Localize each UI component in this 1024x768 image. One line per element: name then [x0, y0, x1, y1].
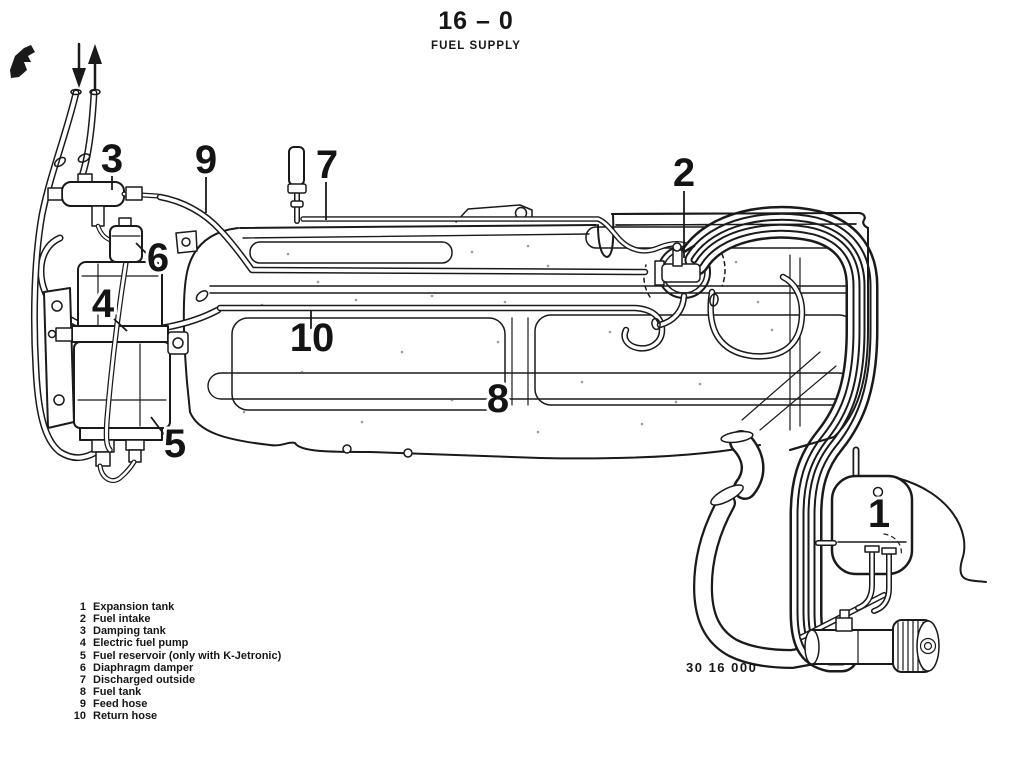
callout-3: 3 — [101, 137, 123, 181]
legend-num: 10 — [73, 710, 86, 723]
legend-num: 4 — [79, 637, 86, 650]
tank-top-edge — [239, 224, 597, 229]
legend-num: 8 — [79, 686, 86, 699]
legend-num: 5 — [79, 649, 86, 662]
legend-item: 3 Damping tank — [64, 625, 281, 637]
hose-clamp — [651, 317, 661, 331]
expansion-tank-group — [799, 446, 987, 640]
legend-label: Damping tank — [93, 625, 166, 638]
tank-lower-panel-left — [231, 317, 506, 411]
intake-union — [654, 242, 701, 286]
callout-7: 7 — [316, 143, 338, 187]
legend-item: 5 Fuel reservoir (only with K-Jetronic) — [64, 650, 281, 662]
feed-hose — [156, 193, 649, 276]
legend-item: 4 Electric fuel pump — [64, 637, 281, 649]
legend-num: 3 — [79, 625, 86, 638]
legend-item: 2 Fuel intake — [64, 613, 281, 625]
fuel-tank — [175, 204, 869, 460]
pump-assembly — [30, 88, 222, 483]
legend-item: 10 Return hose — [64, 710, 281, 722]
callout-6: 6 — [147, 236, 169, 280]
parts-legend: 1 Expansion tank 2 Fuel intake 3 Damping ta… — [64, 601, 282, 723]
legend-num: 7 — [79, 673, 86, 686]
hose-clamp — [77, 153, 91, 163]
callout-4: 4 — [92, 282, 115, 326]
legend-num: 9 — [79, 698, 86, 711]
legend-item: 8 Fuel tank — [64, 686, 281, 698]
legend-num: 1 — [79, 601, 86, 613]
filler-neck — [804, 609, 940, 673]
tank-left-edge — [182, 227, 239, 413]
legend-num: 2 — [79, 613, 86, 626]
up-arrow-icon — [88, 44, 102, 64]
legend-label: Return hose — [93, 710, 158, 723]
legend-num: 6 — [79, 661, 86, 674]
ink-blot — [10, 45, 35, 78]
tank-bottom-edge — [189, 411, 761, 460]
section-title: FUEL SUPPLY — [430, 40, 522, 52]
callouts: 1 2 3 4 5 6 7 8 9 10 — [89, 134, 893, 539]
legend-item: 9 Feed hose — [64, 698, 281, 710]
tank-lower-panel-right — [534, 314, 856, 406]
hose-clamp — [709, 293, 719, 307]
callout-5: 5 — [164, 422, 186, 466]
fuel-reservoir — [73, 341, 171, 429]
legend-label: Fuel intake — [93, 613, 151, 626]
legend-item: 7 Discharged outside — [64, 674, 281, 686]
damping-tank — [61, 181, 125, 207]
leader-lines — [111, 176, 685, 438]
legend-item: 6 Diaphragm damper — [64, 662, 281, 674]
pump-mounting-plate — [43, 287, 75, 429]
callout-10: 10 — [290, 316, 335, 360]
callout-1: 1 — [868, 492, 890, 536]
hose-bundle — [677, 205, 879, 673]
legend-label: Fuel tank — [93, 686, 142, 699]
reservoir-fitting — [125, 439, 145, 451]
tank-strap-bracket — [455, 204, 533, 223]
return-hose — [216, 273, 806, 360]
legend-label: Expansion tank — [93, 601, 175, 613]
callout-2: 2 — [673, 151, 695, 195]
vent-nozzle — [288, 146, 305, 186]
drawing-number: 30 16 000 — [686, 660, 758, 675]
legend-label: Fuel reservoir (only with K-Jetronic) — [93, 649, 282, 662]
legend-label: Electric fuel pump — [93, 637, 189, 650]
legend-label: Discharged outside — [93, 673, 196, 686]
tank-upper-panel-left — [249, 241, 453, 264]
callout-9: 9 — [195, 138, 217, 182]
legend-item: 1 Expansion tank — [64, 601, 281, 613]
pump-clamp-band — [71, 325, 169, 343]
flow-arrows — [72, 42, 102, 94]
filler-pipe — [693, 430, 824, 669]
hose-clamp — [53, 156, 67, 168]
legend-label: Feed hose — [93, 698, 148, 711]
legend-label: Diaphragm damper — [93, 661, 194, 674]
section-code: 16 – 0 — [438, 7, 514, 35]
hose-clamp — [195, 290, 209, 302]
tank-rib — [207, 372, 853, 400]
pump-bracket — [167, 331, 189, 355]
callout-8: 8 — [487, 377, 509, 421]
page-header: 16 – 0 FUEL SUPPLY — [376, 7, 576, 52]
drain-hose — [896, 477, 987, 583]
diaphragm-damper — [109, 225, 143, 263]
